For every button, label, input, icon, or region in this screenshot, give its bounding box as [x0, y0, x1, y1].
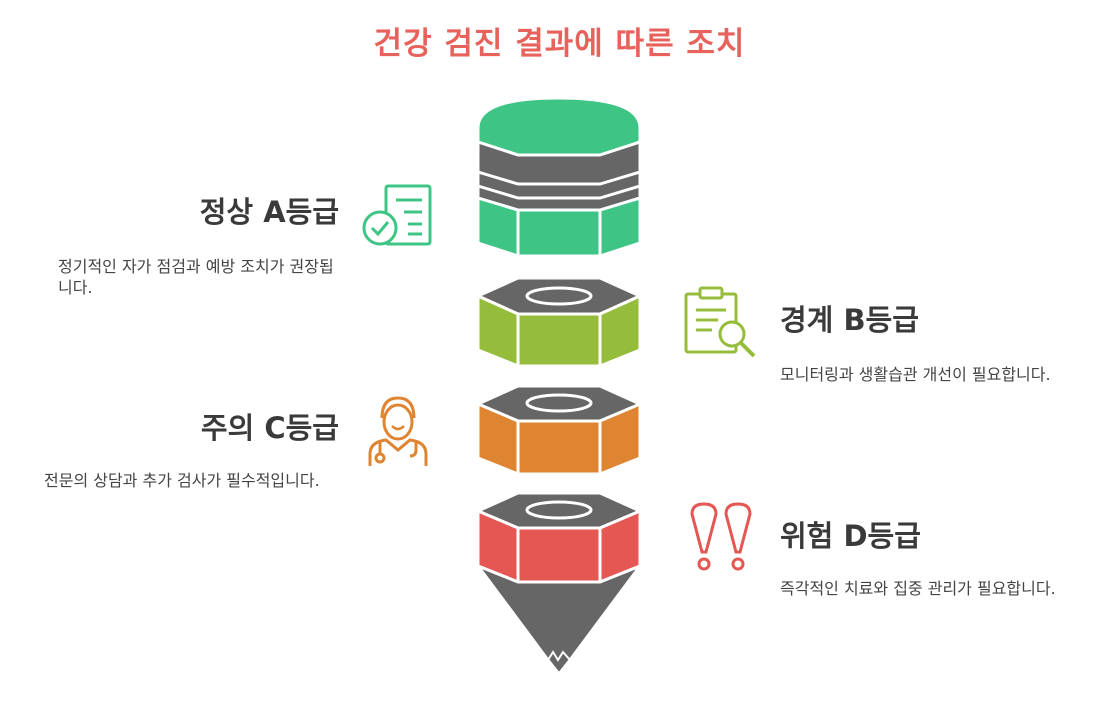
level-d-description: 즉각적인 치료와 집중 관리가 필요합니다.	[780, 579, 1056, 598]
exclamation-icon	[690, 502, 752, 571]
level-d-heading: 위험 D등급	[780, 519, 921, 553]
level-b-description: 모니터링과 생활습관 개선이 필요합니다.	[780, 365, 1051, 384]
segment-c	[474, 384, 644, 476]
level-c-description: 전문의 상담과 추가 검사가 필수적입니다.	[44, 471, 320, 490]
level-a-heading: 정상 A등급	[199, 195, 339, 229]
segment-d	[473, 491, 645, 677]
level-c-heading: 주의 C등급	[200, 411, 339, 445]
health-checklist-icon	[362, 184, 432, 246]
segment-b	[474, 276, 644, 368]
clipboard-search-icon	[684, 286, 756, 358]
level-b-heading: 경계 B등급	[780, 303, 919, 337]
level-a-description: 정기적인 자가 점검과 예방 조치가 권장됩니다.	[58, 257, 334, 297]
page-title: 건강 검진 결과에 따른 조치	[373, 26, 746, 62]
segment-a	[476, 96, 642, 258]
doctor-icon	[368, 396, 428, 466]
